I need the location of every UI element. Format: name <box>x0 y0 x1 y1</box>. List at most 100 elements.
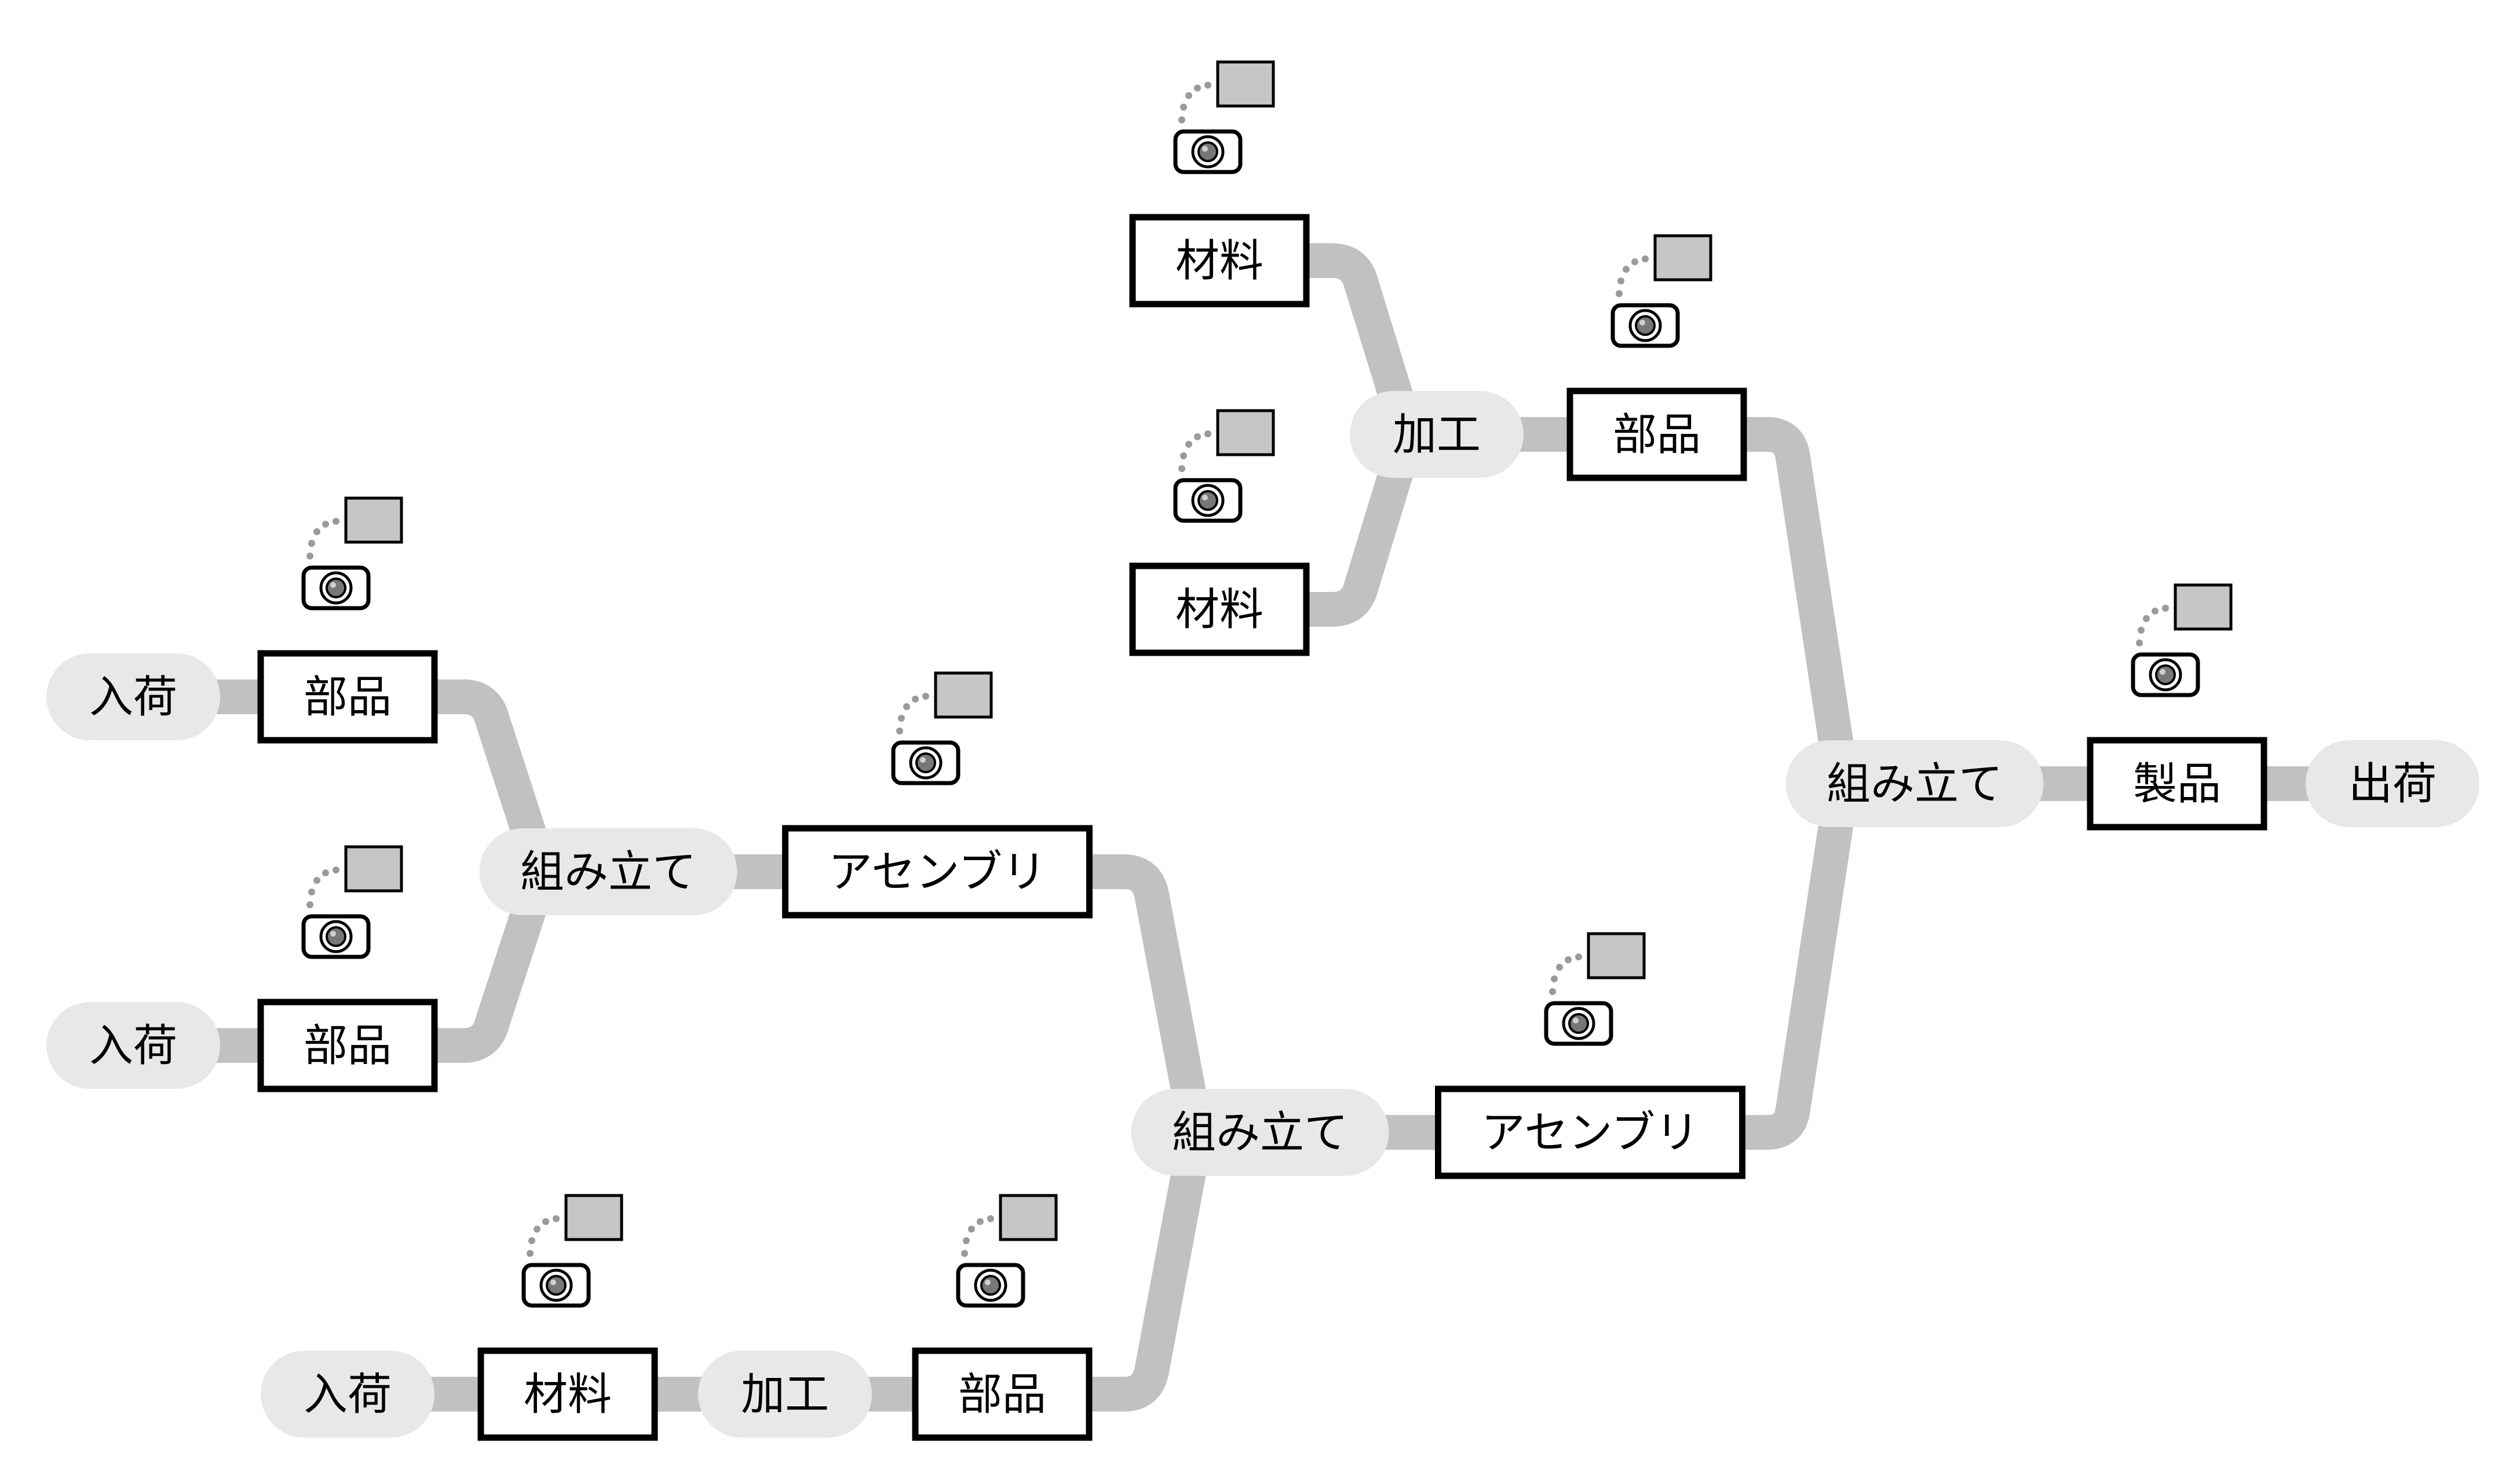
flow-n14-n15 <box>1199 417 1425 627</box>
camera-lens <box>980 1275 1001 1296</box>
node-label: 入荷 <box>89 1020 177 1072</box>
item-box-frame <box>257 999 438 1092</box>
flow-n4-n5 <box>330 854 559 1063</box>
signal-dot <box>527 1250 534 1257</box>
camera-lens-glint <box>1573 1018 1579 1023</box>
item-box-frame <box>2087 737 2267 831</box>
signal-dot <box>313 877 320 884</box>
signal-dot <box>1204 430 1211 437</box>
camera-lens <box>1568 1013 1589 1034</box>
signal-dot <box>1178 465 1185 472</box>
flow-n12-n17 <box>1573 766 1860 1150</box>
item-box-frame <box>1129 214 1310 308</box>
camera-lens-glint <box>330 931 336 937</box>
signal-dot <box>968 1226 975 1233</box>
monitor-icon <box>344 845 403 893</box>
monitor-icon <box>1587 932 1646 979</box>
node-label: 製品 <box>2133 758 2221 810</box>
node-label: 入荷 <box>304 1369 392 1420</box>
camera-lens-glint <box>1202 146 1208 152</box>
node-label: 加工 <box>741 1369 829 1420</box>
process-pill-n11: 組み立て <box>1131 1089 1389 1176</box>
process-pill-n1: 入荷 <box>46 653 220 740</box>
process-pill-n9: 加工 <box>698 1351 872 1438</box>
signal-dot <box>322 869 329 876</box>
item-box-n10: 部品 <box>912 1347 1093 1441</box>
monitor-icon <box>934 671 993 719</box>
node-label: 材料 <box>1175 584 1263 635</box>
signal-dot <box>2136 639 2143 646</box>
flow-n10-n11 <box>985 1115 1214 1412</box>
process-pill-n3: 入荷 <box>46 1002 220 1089</box>
item-box-n4: 部品 <box>257 999 438 1092</box>
item-box-frame <box>257 650 438 744</box>
item-box-n18: 製品 <box>2087 737 2267 831</box>
node-label: 材料 <box>1175 235 1263 287</box>
monitor-icon <box>1216 60 1275 108</box>
process-pill-n15: 加工 <box>1350 391 1524 478</box>
signal-dot <box>1623 266 1630 273</box>
camera-lens-glint <box>920 757 926 763</box>
signal-dot <box>333 518 339 525</box>
signal-dot <box>903 703 910 710</box>
camera-icon <box>891 671 993 785</box>
camera-icon <box>1173 409 1275 523</box>
item-box-frame <box>782 825 1093 919</box>
signal-dot <box>1631 258 1638 265</box>
monitor-icon <box>564 1194 623 1241</box>
signal-dot <box>2152 608 2159 615</box>
signal-dot <box>1194 433 1201 440</box>
node-label: 組み立て <box>1172 1107 1348 1158</box>
signal-dot <box>313 528 320 535</box>
signal-dot <box>1178 116 1185 123</box>
signal-dot <box>308 889 315 895</box>
camera-lens <box>326 926 346 947</box>
process-pill-shape <box>1131 1089 1389 1176</box>
signal-dot <box>306 901 313 908</box>
camera-lens <box>2155 664 2176 685</box>
process-pill-shape <box>261 1351 434 1438</box>
camera-lens-glint <box>985 1279 991 1285</box>
monitor-icon <box>2174 583 2233 631</box>
item-box-frame <box>477 1347 658 1441</box>
node-label: 部品 <box>304 1020 392 1072</box>
camera-icon <box>1610 234 1712 348</box>
signal-dot <box>528 1237 535 1244</box>
item-box-n12: アセンブリ <box>1435 1085 1745 1179</box>
item-box-frame <box>1566 387 1747 481</box>
signal-dot <box>1204 82 1211 89</box>
camera-lens-glint <box>2160 669 2165 675</box>
signal-dot <box>1575 953 1582 960</box>
item-box-n14: 材料 <box>1129 562 1310 656</box>
item-box-frame <box>1129 562 1310 656</box>
node-label: 組み立て <box>520 846 696 898</box>
signal-dot <box>2162 605 2169 612</box>
process-pill-shape <box>479 828 737 915</box>
camera-lens <box>546 1275 567 1296</box>
signal-dot <box>1565 956 1572 963</box>
node-label: 部品 <box>304 671 392 723</box>
camera-icon <box>521 1194 623 1308</box>
signal-dot <box>1180 104 1187 111</box>
monitor-icon <box>999 1194 1058 1241</box>
camera-lens <box>1197 490 1218 511</box>
camera-icon <box>1173 60 1275 174</box>
signal-dot <box>306 553 313 560</box>
node-label: 部品 <box>958 1369 1046 1420</box>
flow-n16-n17 <box>1639 417 1860 801</box>
signal-dot <box>1551 975 1558 982</box>
node-label: 組み立て <box>1827 758 2003 810</box>
signal-dot <box>1556 964 1563 971</box>
node-label: 部品 <box>1613 409 1701 460</box>
signal-dot <box>912 696 919 703</box>
camera-lens <box>326 577 346 598</box>
signal-dot <box>333 867 339 873</box>
process-pill-shape <box>2306 740 2479 827</box>
process-pill-n19: 出荷 <box>2306 740 2479 827</box>
item-box-n2: 部品 <box>257 650 438 744</box>
process-pill-n5: 組み立て <box>479 828 737 915</box>
monitor-icon <box>1653 234 1712 281</box>
signal-dot <box>961 1250 968 1257</box>
signal-dot <box>1185 92 1192 99</box>
